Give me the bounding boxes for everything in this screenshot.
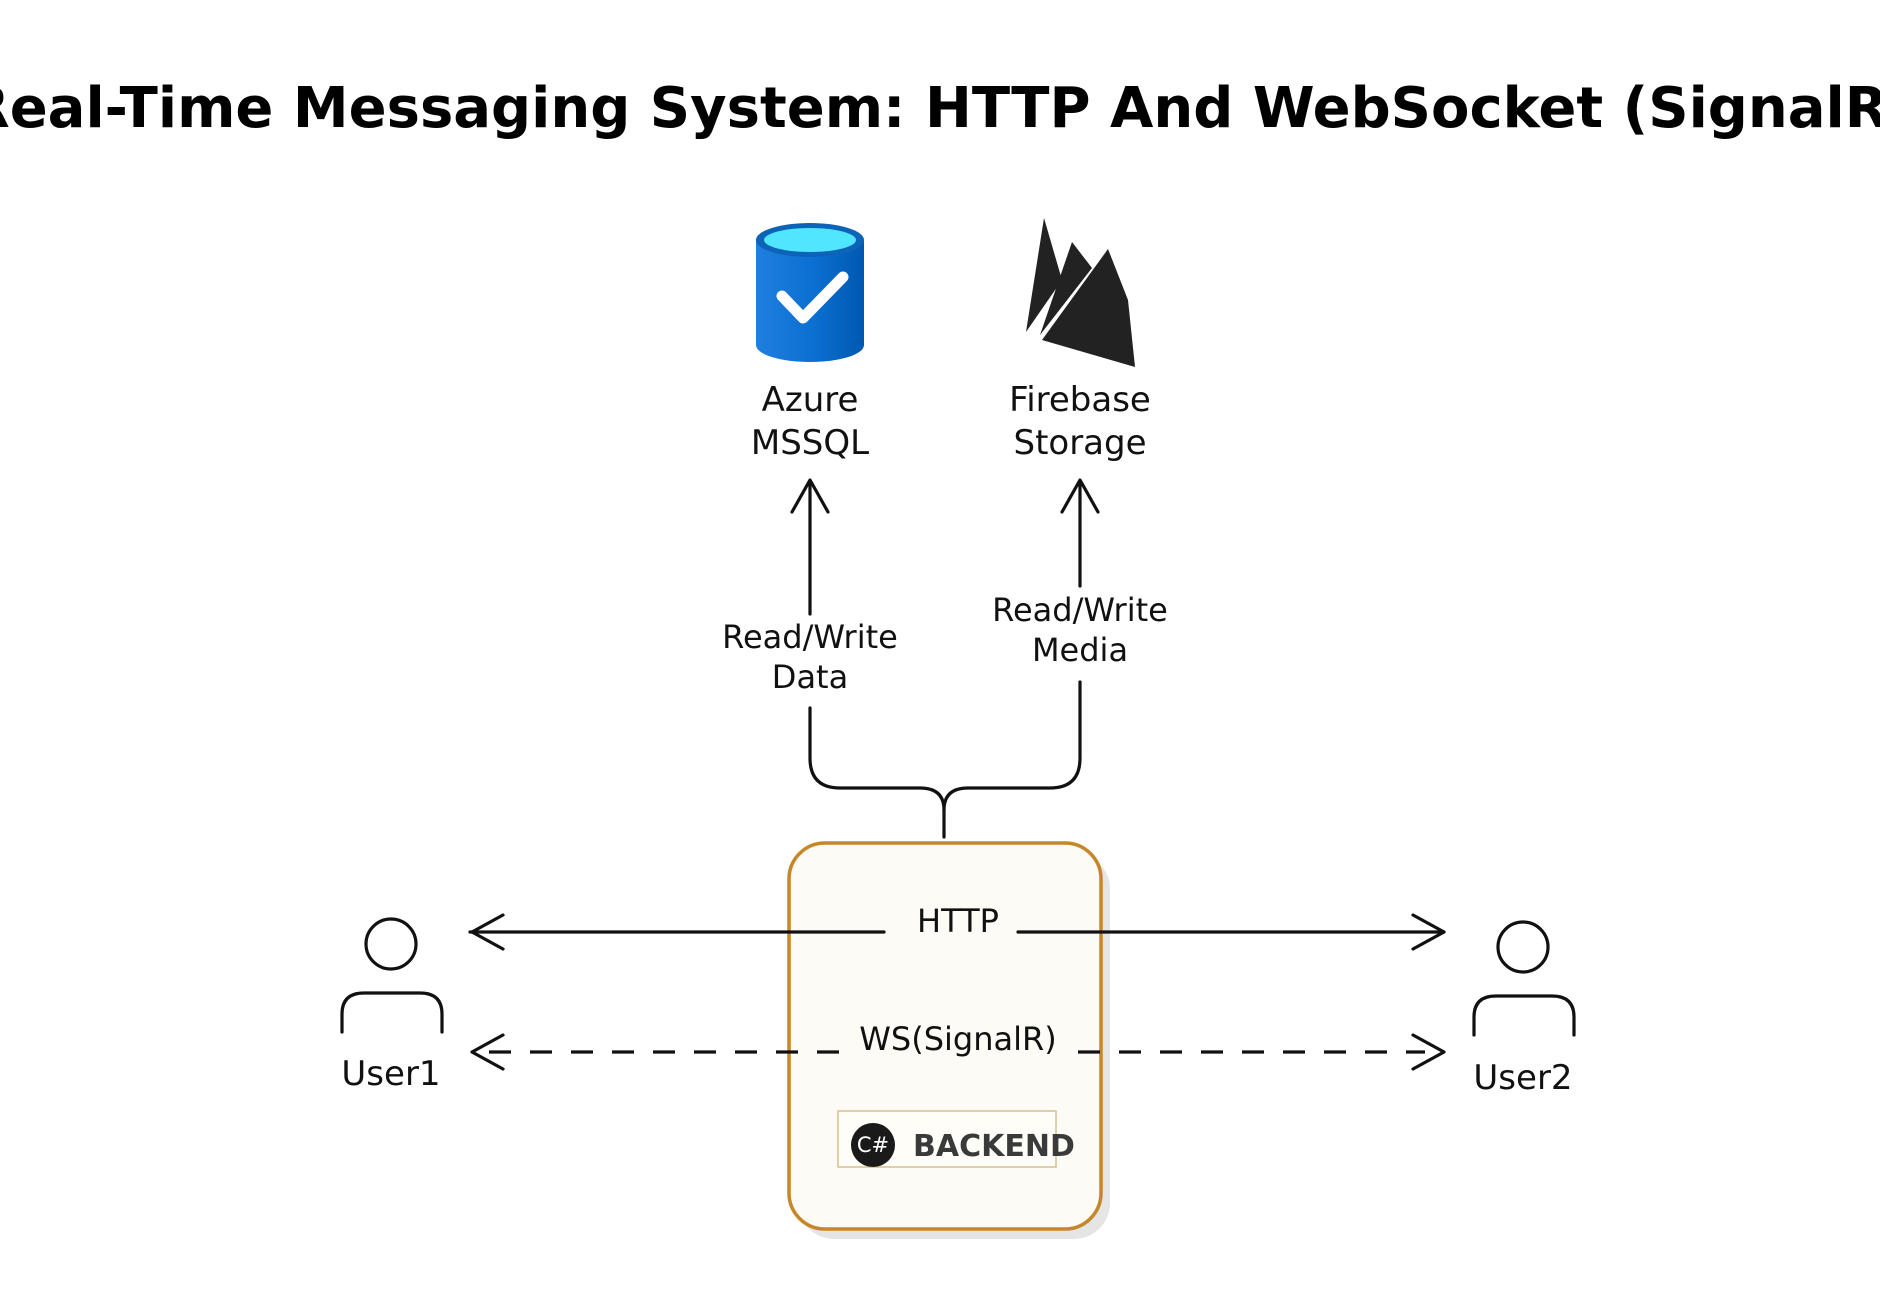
azure-sql-database-icon (756, 223, 864, 362)
user1-icon (340, 917, 444, 1034)
ws-arrowhead-left (470, 1033, 505, 1071)
ws-edge-label-backdrop (849, 1018, 1067, 1060)
data-arrowhead (790, 478, 830, 514)
websocket-connection (470, 1033, 1446, 1071)
csharp-icon-label: C# (857, 1133, 889, 1157)
backend-badge: C# BACKEND (837, 1110, 1075, 1168)
diagram-title: Real-Time Messaging System: HTTP And Web… (0, 76, 1880, 141)
http-arrowhead-right (1411, 913, 1446, 951)
backend-storage-connector (790, 478, 1100, 839)
data-edge-label-line1: Read/Write (722, 618, 898, 656)
media-edge-label-line2: Media (1032, 631, 1128, 669)
media-arrowhead (1060, 478, 1100, 514)
backend-label: BACKEND (913, 1129, 1075, 1164)
media-edge-label-line1: Read/Write (992, 591, 1168, 629)
ws-arrowhead-right (1411, 1033, 1446, 1071)
data-edge-label-line2: Data (772, 658, 848, 696)
azure-label-line2: MSSQL (751, 423, 869, 463)
firebase-label-line1: Firebase (1009, 380, 1151, 420)
ws-edge-label: WS(SignalR) (859, 1020, 1056, 1058)
firebase-label-line2: Storage (1013, 423, 1146, 463)
http-edge-label: HTTP (917, 902, 999, 940)
user2-label: User2 (1473, 1058, 1572, 1098)
firebase-icon (1026, 218, 1135, 367)
http-edge-label-backdrop (907, 900, 1009, 942)
csharp-icon (851, 1123, 895, 1167)
azure-label-line1: Azure (762, 380, 859, 420)
user2-icon (1472, 920, 1576, 1037)
user1-label: User1 (341, 1054, 440, 1094)
http-arrowhead-left (470, 913, 505, 951)
http-connection (468, 913, 1446, 951)
